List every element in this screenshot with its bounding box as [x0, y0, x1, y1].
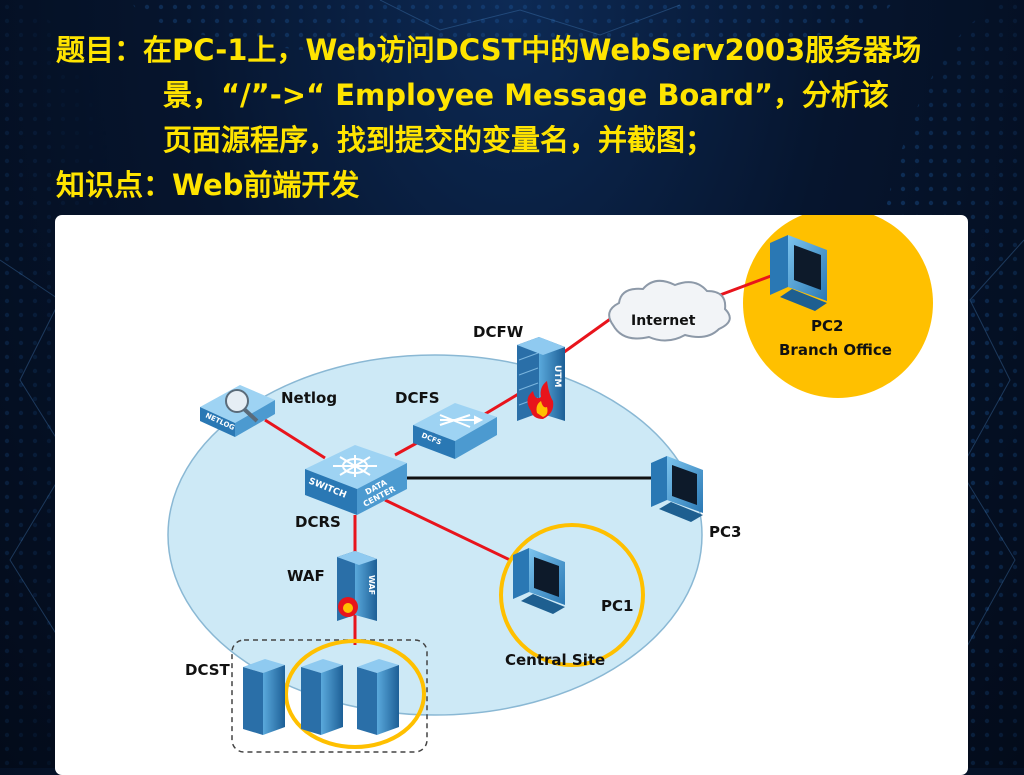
network-topology-diagram: Internet PC2 Branch Office DCFW UTM NETL…	[167, 208, 933, 753]
dcrs-switch-icon	[305, 445, 407, 515]
server-icon-1	[243, 659, 285, 735]
pc1-highlight-ring	[499, 523, 645, 667]
knowledge-point-line: 知识点：Web前端开发	[56, 168, 360, 202]
pc1-label: PC1	[601, 597, 633, 615]
dcfw-label: DCFW	[473, 323, 524, 341]
pc2-label: PC2	[811, 317, 843, 335]
netlog-device-icon	[200, 385, 275, 437]
netlog-label: Netlog	[281, 389, 337, 407]
internet-label: Internet	[631, 313, 696, 329]
central-site-label: Central Site	[505, 651, 605, 669]
title-line-1: 题目：在PC-1上，Web访问DCST中的WebServ2003服务器场	[56, 33, 922, 67]
title-line-3: 页面源程序，找到提交的变量名，并截图；	[163, 123, 715, 157]
link-dcrs-pc1	[384, 498, 511, 562]
dcst-highlight-ring	[284, 639, 426, 749]
pc1-computer-icon	[513, 548, 565, 614]
utm-device-text: UTM	[552, 365, 562, 387]
dcst-label: DCST	[185, 661, 231, 679]
central-site-area	[167, 354, 703, 716]
dcst-server-group	[231, 639, 428, 753]
pc3-computer-icon	[651, 456, 703, 522]
waf-device-text: WAF	[367, 575, 376, 595]
internet-cloud-icon	[608, 279, 731, 342]
dcrs-label: DCRS	[295, 513, 341, 531]
pc2-computer-icon	[770, 235, 827, 311]
slide-title: 题目：在PC-1上，Web访问DCST中的WebServ2003服务器场 景，“…	[0, 0, 1024, 210]
branch-office-label: Branch Office	[779, 341, 892, 359]
pc3-label: PC3	[709, 523, 741, 541]
waf-label: WAF	[287, 567, 325, 585]
link-netlog-dcrs	[264, 418, 326, 460]
dcfs-device-icon	[413, 403, 497, 459]
dcfs-label: DCFS	[395, 389, 440, 407]
dcfw-firewall-icon	[517, 337, 565, 421]
title-line-2: 景，“/”->“ Employee Message Board”，分析该	[163, 78, 890, 112]
diagram-panel: Internet PC2 Branch Office DCFW UTM NETL…	[55, 208, 968, 775]
server-icon-2	[301, 659, 343, 735]
waf-firewall-icon	[337, 551, 377, 621]
server-icon-3	[357, 659, 399, 735]
